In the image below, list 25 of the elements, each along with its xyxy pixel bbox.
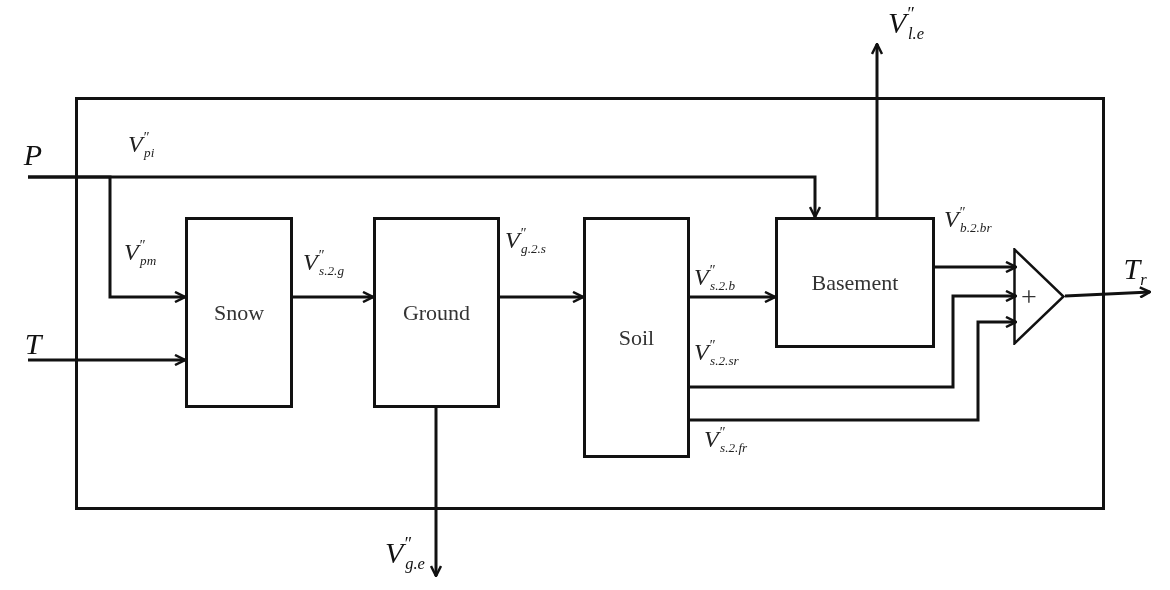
arrow — [500, 290, 585, 304]
arrow — [28, 175, 187, 304]
box-label: Snow — [213, 299, 265, 326]
variable-label: T — [24, 327, 42, 361]
arrow — [690, 290, 777, 304]
system-boundary-box — [75, 97, 1105, 510]
arrow — [293, 290, 375, 304]
arrow — [1064, 286, 1152, 299]
process-box — [185, 217, 293, 408]
variable-label: T$_{r}$ — [1123, 252, 1147, 290]
arrow — [690, 289, 1018, 389]
summing-junction — [1013, 248, 1065, 345]
process-box — [583, 217, 690, 458]
process-box — [775, 217, 935, 348]
arrow — [935, 260, 1018, 274]
box-label: Ground — [402, 299, 471, 326]
arrow — [690, 315, 1018, 422]
arrow — [870, 42, 884, 217]
plus-sign: + — [1021, 280, 1037, 313]
box-label: Basement — [811, 269, 899, 296]
box-label: Soil — [618, 324, 655, 351]
process-box — [373, 217, 500, 408]
variable-label: P — [23, 137, 43, 172]
arrow — [429, 408, 443, 578]
arrow — [28, 353, 187, 367]
